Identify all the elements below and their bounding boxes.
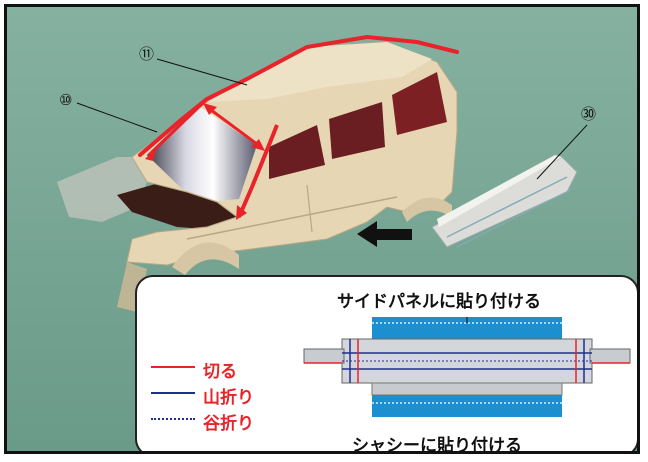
cut-arrow-left (147, 101, 205, 157)
legend-mountain-line (151, 392, 195, 394)
part-30-strip-top (437, 155, 562, 227)
figure-frame: ⑪ ⑩ ㉚ サイドパネルに貼り付ける (4, 4, 640, 454)
wheel-arch-rear (402, 197, 452, 222)
legend-mountain-label: 山折り (203, 388, 254, 408)
cut-arrow-double (206, 105, 262, 149)
chassis-label: シャシーに貼り付ける (352, 436, 522, 454)
cut-line-pillar (237, 124, 279, 218)
legend-mountain-fold: 山折り (151, 383, 301, 408)
callout-part-11: ⑪ (139, 45, 155, 63)
legend-cut-label: 切る (203, 362, 237, 382)
legend-cut-line (151, 366, 195, 368)
callout-part-30: ㉚ (581, 105, 597, 123)
door-line (306, 184, 313, 233)
legend-panel: サイドパネルに貼り付ける シャシーに貼り付ける (135, 275, 637, 454)
legend-cut: 切る (151, 357, 301, 382)
side-window-2 (329, 102, 385, 159)
strip-diagram (303, 317, 631, 417)
roof-panel (207, 42, 432, 102)
side-window-1 (269, 125, 325, 179)
cut-line-roof (138, 34, 459, 157)
side-window-3 (392, 72, 447, 135)
wheel-arch-front (172, 242, 239, 275)
car-body-illustration (7, 7, 637, 451)
callout-part-10: ⑩ (59, 91, 73, 109)
legend-valley-label: 谷折り (203, 414, 254, 434)
legend-valley-fold: 谷折り (151, 409, 301, 434)
side-panel-label: サイドパネルに貼り付ける (337, 292, 541, 312)
body-crease (186, 196, 398, 240)
direction-arrow (357, 221, 412, 247)
legend-valley-line (151, 418, 195, 420)
bottom-flap (117, 175, 247, 232)
